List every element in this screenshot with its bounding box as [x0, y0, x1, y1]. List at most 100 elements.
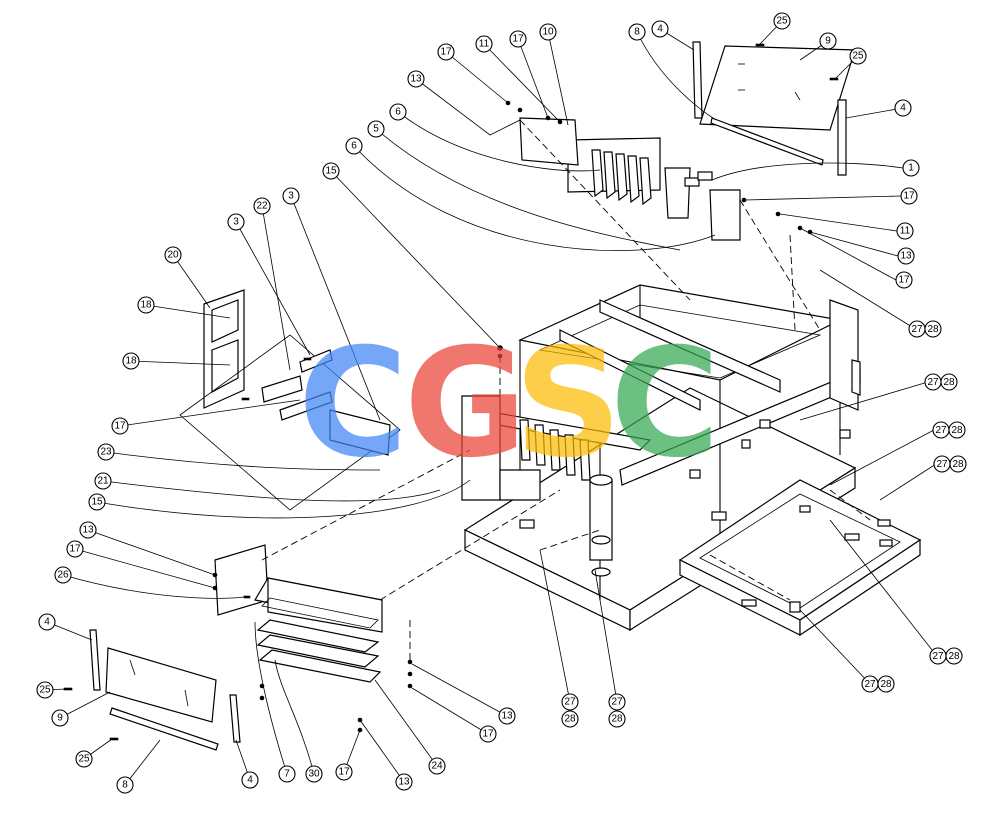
- svg-text:11: 11: [900, 226, 911, 237]
- svg-text:1: 1: [908, 163, 914, 174]
- part-callout: 28: [608, 710, 626, 728]
- svg-text:27: 27: [564, 697, 576, 708]
- part-callout: 17: [895, 271, 913, 289]
- comb-bracket-assembly: [505, 100, 813, 241]
- svg-text:17: 17: [512, 34, 524, 45]
- svg-text:15: 15: [91, 497, 103, 508]
- part-callout: 23: [97, 443, 115, 461]
- svg-text:28: 28: [564, 714, 576, 725]
- part-callout: 28: [561, 710, 579, 728]
- part-callout: 22: [253, 197, 271, 215]
- svg-text:21: 21: [97, 476, 109, 487]
- part-callout: 20: [164, 246, 182, 264]
- base-cross-member: [678, 479, 922, 637]
- svg-text:11: 11: [479, 39, 490, 50]
- part-callout: 15: [88, 493, 106, 511]
- svg-text:13: 13: [398, 777, 410, 788]
- svg-text:13: 13: [82, 525, 94, 536]
- svg-text:24: 24: [431, 761, 443, 772]
- part-callout: 17: [437, 43, 455, 61]
- part-callout: 5: [367, 120, 385, 138]
- part-callout: 3: [282, 187, 300, 205]
- part-callout: 13: [395, 773, 413, 791]
- part-callout: 17: [509, 30, 527, 48]
- assembly-guide-lines: [261, 119, 871, 660]
- svg-text:4: 4: [900, 103, 906, 114]
- part-callout: 8: [116, 776, 134, 794]
- svg-text:18: 18: [125, 356, 137, 367]
- part-callout: 17: [66, 540, 84, 558]
- part-callout: 4: [894, 99, 912, 117]
- svg-text:17: 17: [903, 191, 915, 202]
- svg-text:17: 17: [898, 275, 910, 286]
- part-callout: 18: [137, 296, 155, 314]
- part-callout: 24: [428, 757, 446, 775]
- svg-text:28: 28: [611, 714, 623, 725]
- part-callout: 27: [608, 693, 626, 711]
- part-callout: 3: [227, 213, 245, 231]
- svg-text:3: 3: [233, 217, 239, 228]
- part-callout: 13: [498, 707, 516, 725]
- part-callout: 21: [94, 472, 112, 490]
- part-callout: 11: [896, 222, 914, 240]
- part-callout: 11: [475, 35, 493, 53]
- part-callout: 17: [900, 187, 918, 205]
- part-callout: 10: [539, 23, 557, 41]
- svg-text:25: 25: [852, 51, 864, 62]
- part-callout: 27: [561, 693, 579, 711]
- part-callout: 25: [36, 681, 54, 699]
- svg-text:26: 26: [57, 570, 69, 581]
- part-callout: 18: [122, 352, 140, 370]
- svg-text:18: 18: [140, 300, 152, 311]
- lower-tray-assembly: [214, 544, 383, 683]
- part-callout: 25: [849, 47, 867, 65]
- leader-lines: [44, 20, 937, 786]
- watermark-letter: C: [610, 317, 720, 491]
- svg-text:6: 6: [351, 141, 357, 152]
- watermark: C G S C: [298, 317, 720, 491]
- callouts: 25 9 25 4 8 4 10 17 11 17 13 6 5 6 15 1 …: [36, 12, 967, 794]
- svg-text:4: 4: [44, 617, 50, 628]
- watermark-letter: S: [514, 317, 622, 491]
- svg-text:17: 17: [69, 544, 81, 555]
- part-callout: 9: [819, 32, 837, 50]
- svg-text:30: 30: [308, 769, 320, 780]
- part-callout: 17: [111, 417, 129, 435]
- part-callout: 25: [75, 750, 93, 768]
- svg-text:4: 4: [247, 775, 253, 786]
- svg-text:7: 7: [284, 769, 290, 780]
- top-panel-assembly: [692, 41, 856, 176]
- svg-text:20: 20: [167, 250, 179, 261]
- part-callout: 13: [407, 70, 425, 88]
- svg-text:13: 13: [501, 711, 513, 722]
- watermark-letter: C: [298, 317, 408, 491]
- svg-text:3: 3: [288, 191, 294, 202]
- svg-text:25: 25: [78, 754, 90, 765]
- part-callout: 4: [651, 20, 669, 38]
- svg-text:8: 8: [634, 27, 640, 38]
- svg-text:10: 10: [542, 27, 554, 38]
- watermark-letter: G: [404, 317, 527, 491]
- svg-text:8: 8: [122, 780, 128, 791]
- svg-text:17: 17: [440, 47, 452, 58]
- left-side-frame-parts: [179, 289, 401, 511]
- part-callout: 25: [773, 12, 791, 30]
- part-callout: 30: [305, 765, 323, 783]
- svg-text:27: 27: [611, 697, 623, 708]
- part-callout: 17: [479, 725, 497, 743]
- part-callout: 13: [897, 247, 915, 265]
- svg-text:25: 25: [39, 685, 51, 696]
- lower-panel-assembly: [63, 629, 241, 751]
- svg-text:4: 4: [657, 24, 663, 35]
